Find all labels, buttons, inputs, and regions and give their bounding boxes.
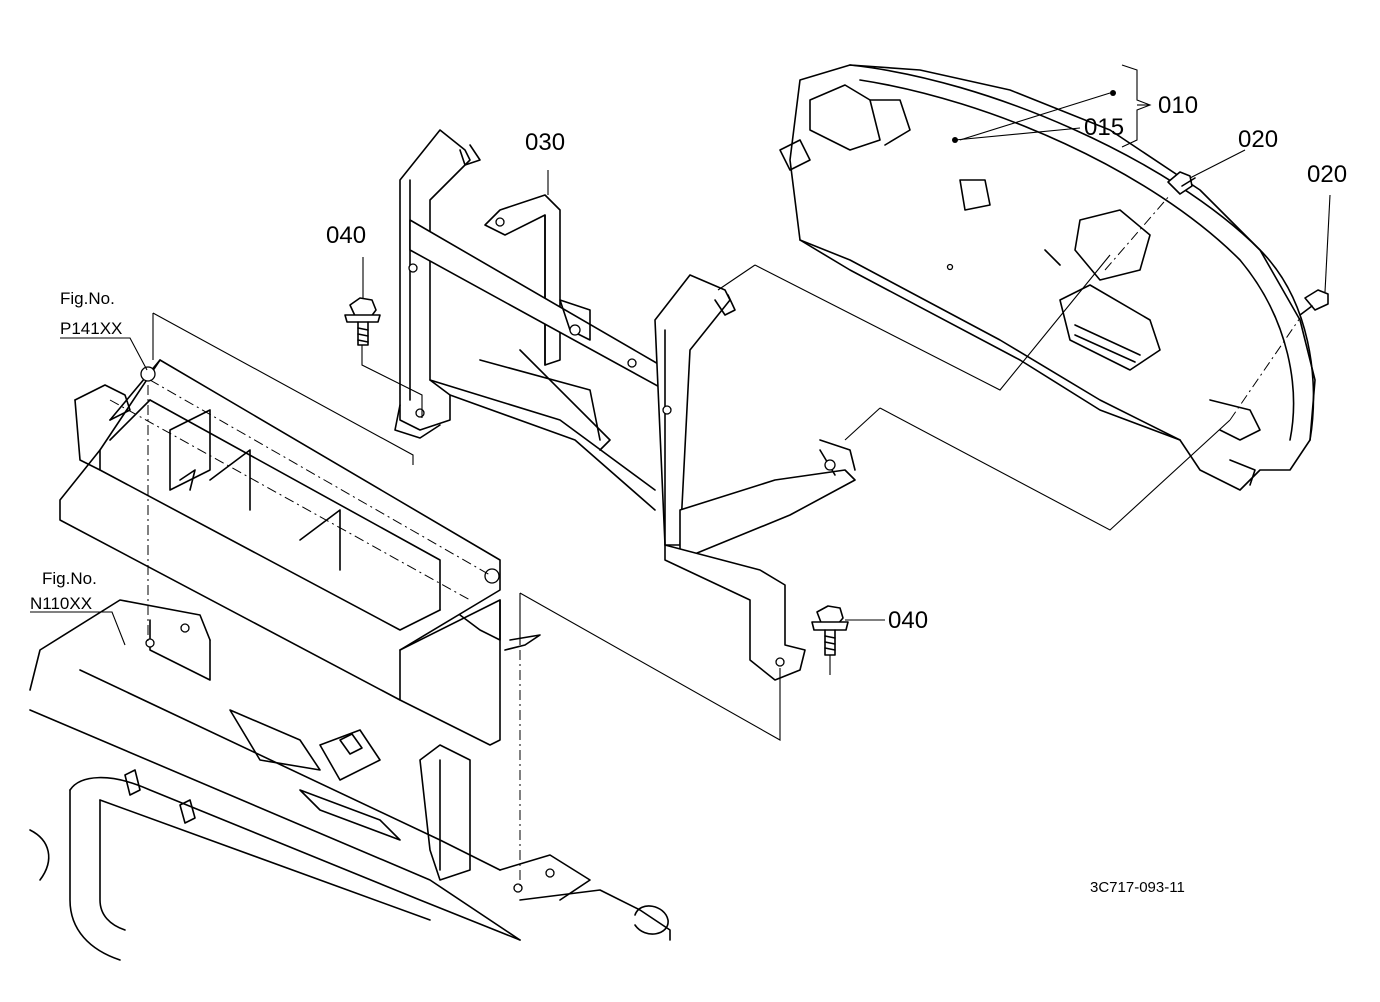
screw-020-upper [1167, 171, 1196, 195]
figure-ref-number: P141XX [60, 319, 122, 338]
bolt-040-upper [344, 297, 381, 346]
screw-020-lower [1299, 289, 1329, 316]
part-label-040-upper: 040 [326, 222, 366, 249]
figure-ref-label: Fig.No. [60, 289, 115, 308]
bracket-030 [484, 194, 561, 366]
meter-panel-assembly [779, 64, 1316, 491]
air-duct-tray [59, 359, 541, 746]
part-label-020-lower: 020 [1307, 161, 1347, 188]
bolt-040-lower [811, 605, 849, 656]
part-label-030: 030 [525, 129, 565, 156]
drawing-code: 3C717-093-11 [1090, 879, 1185, 896]
meter-mounting-frame [394, 129, 856, 681]
part-label-015: 015 [1084, 114, 1124, 141]
leader-lines [30, 64, 1331, 646]
figure-ref-label: Fig.No. [42, 569, 97, 588]
part-label-010: 010 [1158, 92, 1198, 119]
assembly-lines [109, 194, 1301, 888]
part-label-040-lower: 040 [888, 607, 928, 634]
part-label-020-upper: 020 [1238, 126, 1278, 153]
figure-ref-number: N110XX [30, 594, 92, 613]
